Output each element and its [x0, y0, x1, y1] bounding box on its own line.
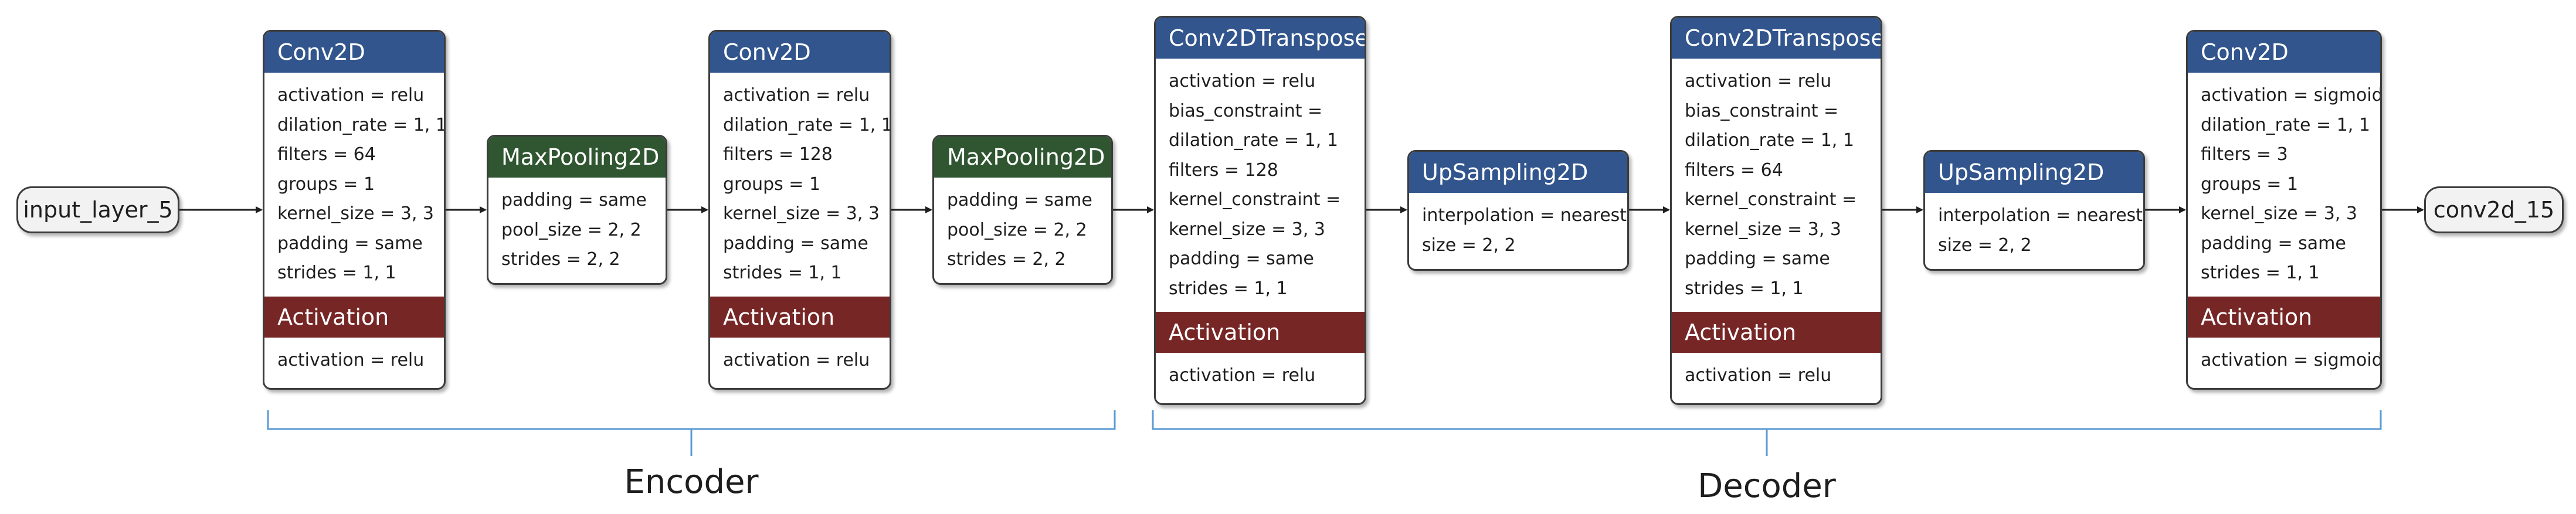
- param: activation = relu: [1169, 365, 1316, 386]
- activation-header: Activation: [710, 296, 890, 338]
- conv2d-layer-1: Conv2D activation = relu dilation_rate =…: [263, 30, 446, 390]
- param: dilation_rate = 1, 1: [1169, 130, 1338, 151]
- input-layer-node: input_layer_5: [16, 186, 179, 233]
- param: interpolation = nearest: [1938, 205, 2143, 226]
- activation-params: activation = relu: [710, 338, 890, 384]
- layer-params: activation = relu bias_constraint = dila…: [1672, 59, 1881, 312]
- param: dilation_rate = 1, 1: [2201, 114, 2370, 135]
- param: strides = 1, 1: [1169, 278, 1288, 299]
- param: kernel_size = 3, 3: [1685, 219, 1841, 240]
- param: dilation_rate = 1, 1: [1685, 130, 1854, 151]
- param: bias_constraint =: [1169, 100, 1323, 121]
- param: kernel_size = 3, 3: [277, 203, 434, 224]
- conv2dtranspose-layer-2: Conv2DTranspose activation = relu bias_c…: [1670, 16, 1882, 405]
- layer-title: Conv2DTranspose: [1672, 18, 1881, 59]
- param: activation = relu: [1685, 71, 1832, 91]
- activation-header: Activation: [1672, 312, 1881, 353]
- layer-params: interpolation = nearest size = 2, 2: [1925, 193, 2143, 268]
- param: filters = 3: [2201, 144, 2288, 165]
- layer-title: Conv2D: [264, 32, 444, 73]
- param: strides = 1, 1: [1685, 278, 1804, 299]
- encoder-bracket: [267, 410, 1116, 456]
- param: padding = same: [723, 233, 868, 254]
- param: groups = 1: [2201, 173, 2299, 195]
- layer-title: Conv2D: [2188, 32, 2380, 73]
- param: activation = relu: [723, 349, 870, 370]
- layer-params: activation = relu bias_constraint = dila…: [1156, 59, 1365, 312]
- decoder-bracket: [1152, 410, 2382, 456]
- param: padding = same: [1169, 249, 1314, 269]
- param: activation = relu: [1169, 71, 1316, 91]
- layer-title: UpSampling2D: [1925, 152, 2143, 193]
- layer-params: activation = relu dilation_rate = 1, 1 f…: [710, 73, 890, 297]
- param: kernel_constraint =: [1169, 189, 1341, 210]
- layer-params: padding = same pool_size = 2, 2 strides …: [934, 178, 1111, 283]
- param: pool_size = 2, 2: [947, 219, 1087, 240]
- param: strides = 1, 1: [2201, 263, 2320, 283]
- activation-header: Activation: [2188, 296, 2380, 338]
- activation-params: activation = sigmoid: [2188, 338, 2380, 384]
- param: padding = same: [1685, 249, 1830, 269]
- param: dilation_rate = 1, 1: [723, 114, 891, 135]
- param: filters = 128: [1169, 159, 1278, 181]
- activation-params: activation = relu: [1156, 353, 1365, 399]
- param: kernel_constraint =: [1685, 189, 1857, 210]
- param: bias_constraint =: [1685, 100, 1839, 121]
- param: activation = relu: [723, 85, 870, 105]
- param: strides = 1, 1: [277, 263, 396, 283]
- output-layer-node: conv2d_15: [2424, 186, 2564, 233]
- param: kernel_size = 3, 3: [1169, 219, 1325, 240]
- param: strides = 2, 2: [501, 249, 620, 270]
- param: kernel_size = 3, 3: [723, 203, 880, 224]
- maxpooling2d-layer-2: MaxPooling2D padding = same pool_size = …: [932, 135, 1113, 285]
- layer-params: activation = relu dilation_rate = 1, 1 f…: [264, 73, 444, 297]
- upsampling2d-layer-2: UpSampling2D interpolation = nearest siz…: [1923, 150, 2145, 271]
- param: groups = 1: [723, 173, 821, 195]
- activation-params: activation = relu: [1672, 353, 1881, 399]
- layer-title: UpSampling2D: [1409, 152, 1627, 193]
- param: filters = 64: [1685, 159, 1783, 181]
- param: activation = relu: [277, 349, 425, 370]
- param: size = 2, 2: [1422, 234, 1516, 256]
- param: size = 2, 2: [1938, 234, 2032, 256]
- param: pool_size = 2, 2: [501, 219, 642, 240]
- param: strides = 1, 1: [723, 263, 842, 283]
- decoder-group-label: Decoder: [1698, 467, 1836, 505]
- param: groups = 1: [277, 173, 375, 195]
- layer-title: Conv2DTranspose: [1156, 18, 1365, 59]
- layer-params: padding = same pool_size = 2, 2 strides …: [488, 178, 666, 283]
- param: activation = relu: [277, 85, 425, 105]
- input-layer-label: input_layer_5: [23, 197, 173, 223]
- param: padding = same: [2201, 233, 2346, 254]
- param: padding = same: [501, 190, 647, 210]
- param: interpolation = nearest: [1422, 205, 1627, 226]
- encoder-group-label: Encoder: [624, 463, 759, 501]
- layer-params: interpolation = nearest size = 2, 2: [1409, 193, 1627, 268]
- layer-title: MaxPooling2D: [488, 137, 666, 178]
- layer-title: Conv2D: [710, 32, 890, 73]
- param: activation = sigmoid: [2201, 349, 2382, 370]
- param: dilation_rate = 1, 1: [277, 114, 446, 135]
- param: kernel_size = 3, 3: [2201, 203, 2357, 224]
- param: filters = 64: [277, 144, 376, 165]
- param: strides = 2, 2: [947, 249, 1066, 270]
- conv2dtranspose-layer-1: Conv2DTranspose activation = relu bias_c…: [1154, 16, 1366, 405]
- param: activation = sigmoid: [2201, 85, 2382, 105]
- output-layer-label: conv2d_15: [2433, 197, 2555, 223]
- upsampling2d-layer-1: UpSampling2D interpolation = nearest siz…: [1407, 150, 1629, 271]
- param: activation = relu: [1685, 365, 1832, 386]
- activation-header: Activation: [1156, 312, 1365, 353]
- param: padding = same: [277, 233, 423, 254]
- maxpooling2d-layer-1: MaxPooling2D padding = same pool_size = …: [487, 135, 667, 285]
- conv2d-layer-3: Conv2D activation = sigmoid dilation_rat…: [2186, 30, 2382, 390]
- param: filters = 128: [723, 144, 833, 165]
- activation-params: activation = relu: [264, 338, 444, 384]
- activation-header: Activation: [264, 296, 444, 338]
- conv2d-layer-2: Conv2D activation = relu dilation_rate =…: [708, 30, 891, 390]
- layer-title: MaxPooling2D: [934, 137, 1111, 178]
- layer-params: activation = sigmoid dilation_rate = 1, …: [2188, 73, 2380, 297]
- param: padding = same: [947, 190, 1092, 210]
